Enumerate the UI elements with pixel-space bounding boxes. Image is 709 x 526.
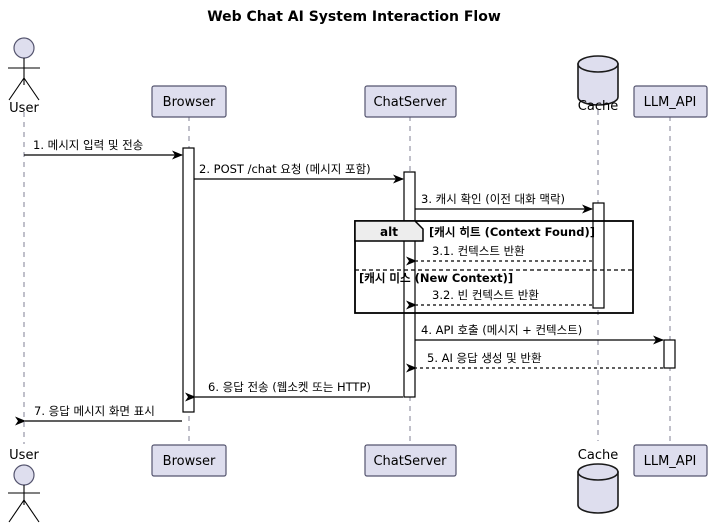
message-1-label: 1. 메시지 입력 및 전송 <box>33 138 143 152</box>
participant-box-browser-bottom[interactable] <box>151 444 227 477</box>
participant-user-bottom[interactable]: User <box>8 448 40 523</box>
message-2[interactable]: 2. POST /chat 요청 (메시지 포함) <box>194 162 404 184</box>
actor-leg-left-icon <box>8 77 25 101</box>
message-6-label: 6. 응답 전송 (웹소켓 또는 HTTP) <box>208 380 371 394</box>
activation-bar-chatserver <box>403 171 416 398</box>
message-7-label: 7. 응답 메시지 화면 표시 <box>34 404 155 418</box>
actor-head-icon <box>13 37 35 59</box>
activation-bar-browser <box>182 147 195 413</box>
participant-llm-api-bottom[interactable]: LLM_API <box>633 444 708 477</box>
participant-cache-bottom[interactable]: Cache <box>577 448 619 514</box>
database-cylinder-icon <box>577 63 619 106</box>
participant-user-top[interactable]: User <box>8 37 40 116</box>
participant-box-llm-api-top[interactable] <box>633 85 708 118</box>
message-3-label: 3. 캐시 확인 (이전 대화 맥락) <box>421 192 565 206</box>
message-2-label: 2. POST /chat 요청 (메시지 포함) <box>199 162 371 176</box>
participant-label-cache-bottom: Cache <box>578 448 618 463</box>
message-5[interactable]: 5. AI 응답 생성 및 반환 <box>406 351 663 373</box>
participant-label-chatserver-bottom: ChatServer <box>373 454 447 469</box>
message-4[interactable]: 4. API 호출 (메시지 + 컨텍스트) <box>415 323 664 345</box>
participant-box-browser-top[interactable] <box>151 85 227 118</box>
alt-operator-label: alt <box>380 225 398 239</box>
alt-fragment-tab <box>354 220 424 242</box>
participant-label-llm-api-bottom: LLM_API <box>644 454 697 469</box>
message-1[interactable]: 1. 메시지 입력 및 전송 <box>24 138 183 160</box>
message-7[interactable]: 7. 응답 메시지 화면 표시 <box>14 404 182 426</box>
actor-leg-left-bottom-icon <box>8 499 25 523</box>
participant-label-browser-bottom: Browser <box>163 454 216 469</box>
activation-bar-llm-api <box>663 339 676 369</box>
participant-browser-top[interactable]: Browser <box>151 85 227 118</box>
alt-guard-else-label: [캐시 미스 (New Context)] <box>359 271 513 285</box>
participant-llm-api-top[interactable]: LLM_API <box>633 85 708 118</box>
actor-head-bottom-icon <box>13 464 35 486</box>
participant-chatserver-top[interactable]: ChatServer <box>364 85 457 118</box>
page-title: Web Chat AI System Interaction Flow <box>207 9 501 25</box>
participant-label-user-top: User <box>9 101 39 116</box>
message-5-label: 5. AI 응답 생성 및 반환 <box>427 351 542 365</box>
participant-box-llm-api-bottom[interactable] <box>633 444 708 477</box>
participant-label-cache-top: Cache <box>578 99 618 114</box>
database-top-ellipse-icon <box>577 55 619 73</box>
message-3[interactable]: 3. 캐시 확인 (이전 대화 맥락) <box>415 192 593 214</box>
participant-cache-top[interactable]: Cache <box>577 55 619 114</box>
message-3-2-label: 3.2. 빈 컨텍스트 반환 <box>432 288 539 302</box>
participant-label-browser-top: Browser <box>163 95 216 110</box>
participant-chatserver-bottom[interactable]: ChatServer <box>364 444 457 477</box>
participant-box-chatserver-top[interactable] <box>364 85 457 118</box>
participant-box-chatserver-bottom[interactable] <box>364 444 457 477</box>
alt-guard-if-label: [캐시 히트 (Context Found)] <box>429 225 595 239</box>
participant-label-chatserver-top: ChatServer <box>373 95 447 110</box>
message-3-2[interactable]: 3.2. 빈 컨텍스트 반환 <box>406 288 592 310</box>
actor-leg-right-bottom-icon <box>23 499 40 523</box>
participant-label-user-bottom: User <box>9 448 39 463</box>
message-3-1[interactable]: 3.1. 컨텍스트 반환 <box>406 244 592 266</box>
alt-fragment: alt [캐시 히트 (Context Found)] [캐시 미스 (New … <box>354 220 634 314</box>
database-cylinder-bottom-icon <box>577 471 619 514</box>
database-top-ellipse-bottom-icon <box>577 463 619 481</box>
participant-label-llm-api-top: LLM_API <box>644 95 697 110</box>
message-3-1-label: 3.1. 컨텍스트 반환 <box>432 244 525 258</box>
alt-fragment-border <box>354 220 634 314</box>
actor-leg-right-icon <box>23 77 40 101</box>
message-6[interactable]: 6. 응답 전송 (웹소켓 또는 HTTP) <box>185 380 403 402</box>
participant-browser-bottom[interactable]: Browser <box>151 444 227 477</box>
activation-bar-cache <box>592 202 605 309</box>
message-4-label: 4. API 호출 (메시지 + 컨텍스트) <box>421 323 582 337</box>
activation-bars <box>182 147 676 413</box>
